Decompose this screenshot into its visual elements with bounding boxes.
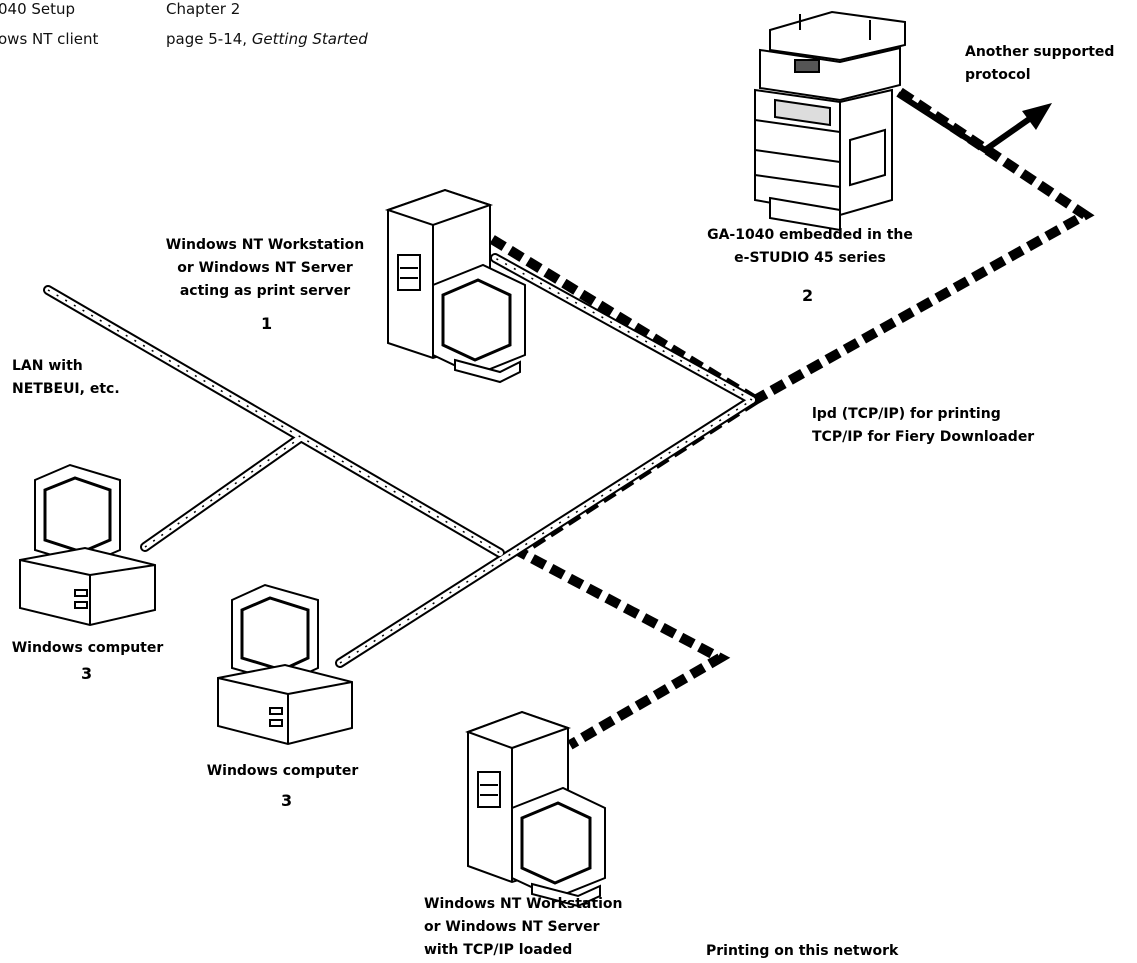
label-line: LAN with [12, 358, 83, 374]
label-windows-computer-left: Windows computer [11, 640, 164, 656]
label-line: e-STUDIO 45 series [734, 250, 886, 266]
windows-computer-left-number: 3 [81, 664, 93, 683]
label-nt-tcpip: Windows NT Workstation or Windows NT Ser… [424, 893, 622, 962]
label-lpd: lpd (TCP/IP) for printing TCP/IP for Fie… [812, 403, 1034, 449]
header-left-2: ows NT client [0, 30, 99, 48]
figure-caption: Printing on this network [706, 943, 899, 959]
label-ga1040: GA-1040 embedded in the e-STUDIO 45 seri… [690, 224, 930, 270]
label-line: with TCP/IP loaded [424, 942, 573, 958]
header-left-1: 040 Setup [0, 0, 76, 18]
label-line: NETBEUI, etc. [12, 381, 120, 397]
label-lan: LAN with NETBEUI, etc. [12, 355, 120, 401]
windows-computer-mid-number: 3 [281, 791, 293, 810]
label-line: lpd (TCP/IP) for printing [812, 406, 1001, 422]
nt-print-server-number: 1 [261, 314, 273, 333]
header-guide-title: Getting Started [251, 30, 368, 48]
tcpip-cable-trunk [510, 395, 758, 750]
label-line: Windows NT Workstation [424, 896, 623, 912]
label-line: TCP/IP for Fiery Downloader [812, 429, 1035, 445]
header-page-ref: page 5-14, [166, 30, 252, 48]
label-line: or Windows NT Server [424, 919, 600, 935]
lan-cables [43, 253, 757, 668]
desktop-pc-icon [19, 463, 156, 627]
label-line: protocol [965, 67, 1031, 83]
desktop-pc-icon [432, 263, 526, 384]
desktop-pc-icon [217, 583, 353, 746]
label-line: GA-1040 embedded in the [707, 227, 913, 243]
arrow-icon [896, 91, 1052, 154]
label-line: Windows NT Workstation [165, 237, 365, 253]
label-line: Another supported [965, 44, 1115, 60]
label-windows-computer-mid: Windows computer [206, 763, 359, 779]
header-right-1: Chapter 2 [166, 0, 241, 18]
desktop-pc-icon [511, 786, 606, 908]
label-line: acting as print server [179, 283, 351, 299]
label-line: or Windows NT Server [177, 260, 353, 276]
label-other-protocol: Another supported protocol [965, 41, 1114, 87]
copier-icon [754, 10, 906, 232]
header-right-2: page 5-14, Getting Started [166, 30, 368, 48]
ga1040-number: 2 [802, 286, 814, 305]
label-nt-print-server: Windows NT Workstation or Windows NT Ser… [150, 234, 380, 303]
